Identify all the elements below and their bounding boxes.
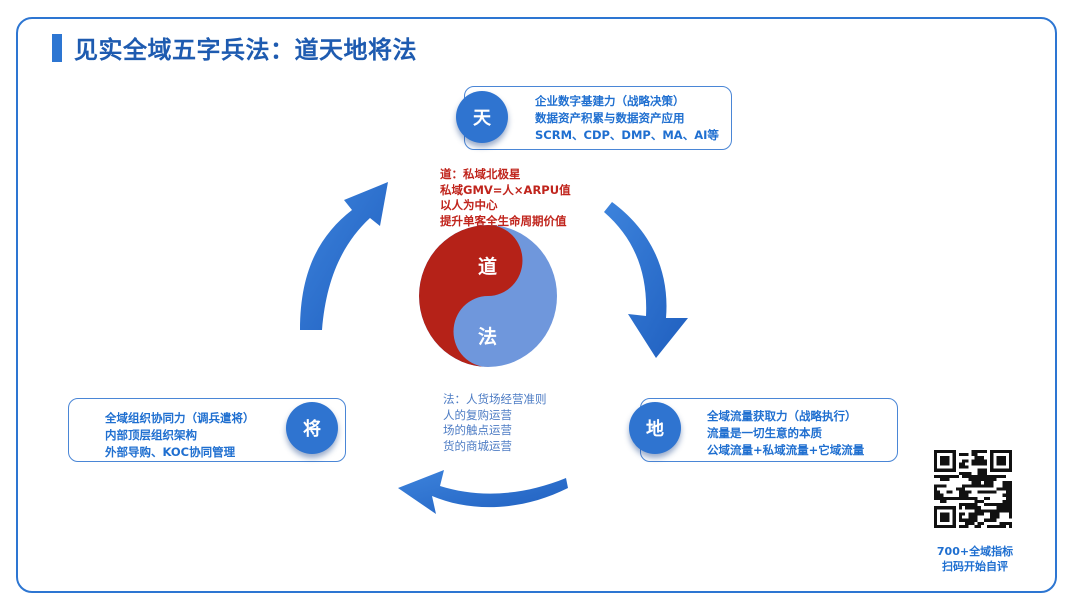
fa-line: 货的商城运营 <box>443 438 512 453</box>
dao-line: 私域GMV=人×ARPU值 <box>440 182 571 197</box>
arrow-jiang-to-tian <box>300 182 388 330</box>
tian-line: 企业数字基建力（战略决策） <box>535 94 685 108</box>
arrow-tian-to-di <box>604 202 688 358</box>
di-line: 全域流量获取力（战略执行） <box>707 409 857 423</box>
dao-half <box>419 225 523 367</box>
yinyang-fa-label: 法 <box>478 326 498 348</box>
fa-line: 人的复购运营 <box>443 407 512 422</box>
frame-border <box>16 17 1057 593</box>
dao-line: 道：私域北极星 <box>440 167 521 181</box>
qr-caption-line2: 扫码开始自评 <box>942 560 1008 573</box>
dao-line: 提升单客全生命周期价值 <box>440 213 567 228</box>
dao-line: 以人为中心 <box>440 198 498 212</box>
fa-line: 法：人货场经营准则 <box>443 392 547 406</box>
tian-lines: 企业数字基建力（战略决策） 数据资产积累与数据资产应用 SCRM、CDP、DMP… <box>535 93 719 144</box>
qr-caption-line1: 700+全域指标 <box>936 545 1014 558</box>
jiang-circle: 将 <box>286 402 338 454</box>
yinyang-dao-label: 道 <box>478 256 498 278</box>
qr-code[interactable] <box>934 450 1012 528</box>
dao-text: 道：私域北极星 私域GMV=人×ARPU值 以人为中心 提升单客全生命周期价值 <box>440 167 571 229</box>
fa-text: 法：人货场经营准则 人的复购运营 场的触点运营 货的商城运营 <box>443 392 547 454</box>
di-lines: 全域流量获取力（战略执行） 流量是一切生意的本质 公域流量+私域流量+它域流量 <box>707 408 864 459</box>
fa-line: 场的触点运营 <box>443 423 512 437</box>
di-line: 流量是一切生意的本质 <box>707 426 822 440</box>
tian-line: 数据资产积累与数据资产应用 <box>535 111 685 125</box>
jiang-lines: 全域组织协同力（调兵遣将） 内部顶层组织架构 外部导购、KOC协同管理 <box>105 410 255 461</box>
jiang-line: 外部导购、KOC协同管理 <box>105 445 236 459</box>
tian-circle: 天 <box>456 91 508 143</box>
tian-line: SCRM、CDP、DMP、MA、AI等 <box>535 128 719 142</box>
jiang-line: 全域组织协同力（调兵遣将） <box>105 411 255 425</box>
page-title: 见实全域五字兵法：道天地将法 <box>74 36 417 64</box>
tian-box: 企业数字基建力（战略决策） 数据资产积累与数据资产应用 SCRM、CDP、DMP… <box>464 86 732 150</box>
di-box: 全域流量获取力（战略执行） 流量是一切生意的本质 公域流量+私域流量+它域流量 <box>640 398 898 462</box>
di-circle: 地 <box>629 402 681 454</box>
title-accent-bar <box>52 34 62 62</box>
arrow-di-to-jiang <box>398 470 568 514</box>
di-line: 公域流量+私域流量+它域流量 <box>707 443 865 457</box>
yinyang-symbol <box>419 225 557 367</box>
jiang-line: 内部顶层组织架构 <box>105 428 197 442</box>
